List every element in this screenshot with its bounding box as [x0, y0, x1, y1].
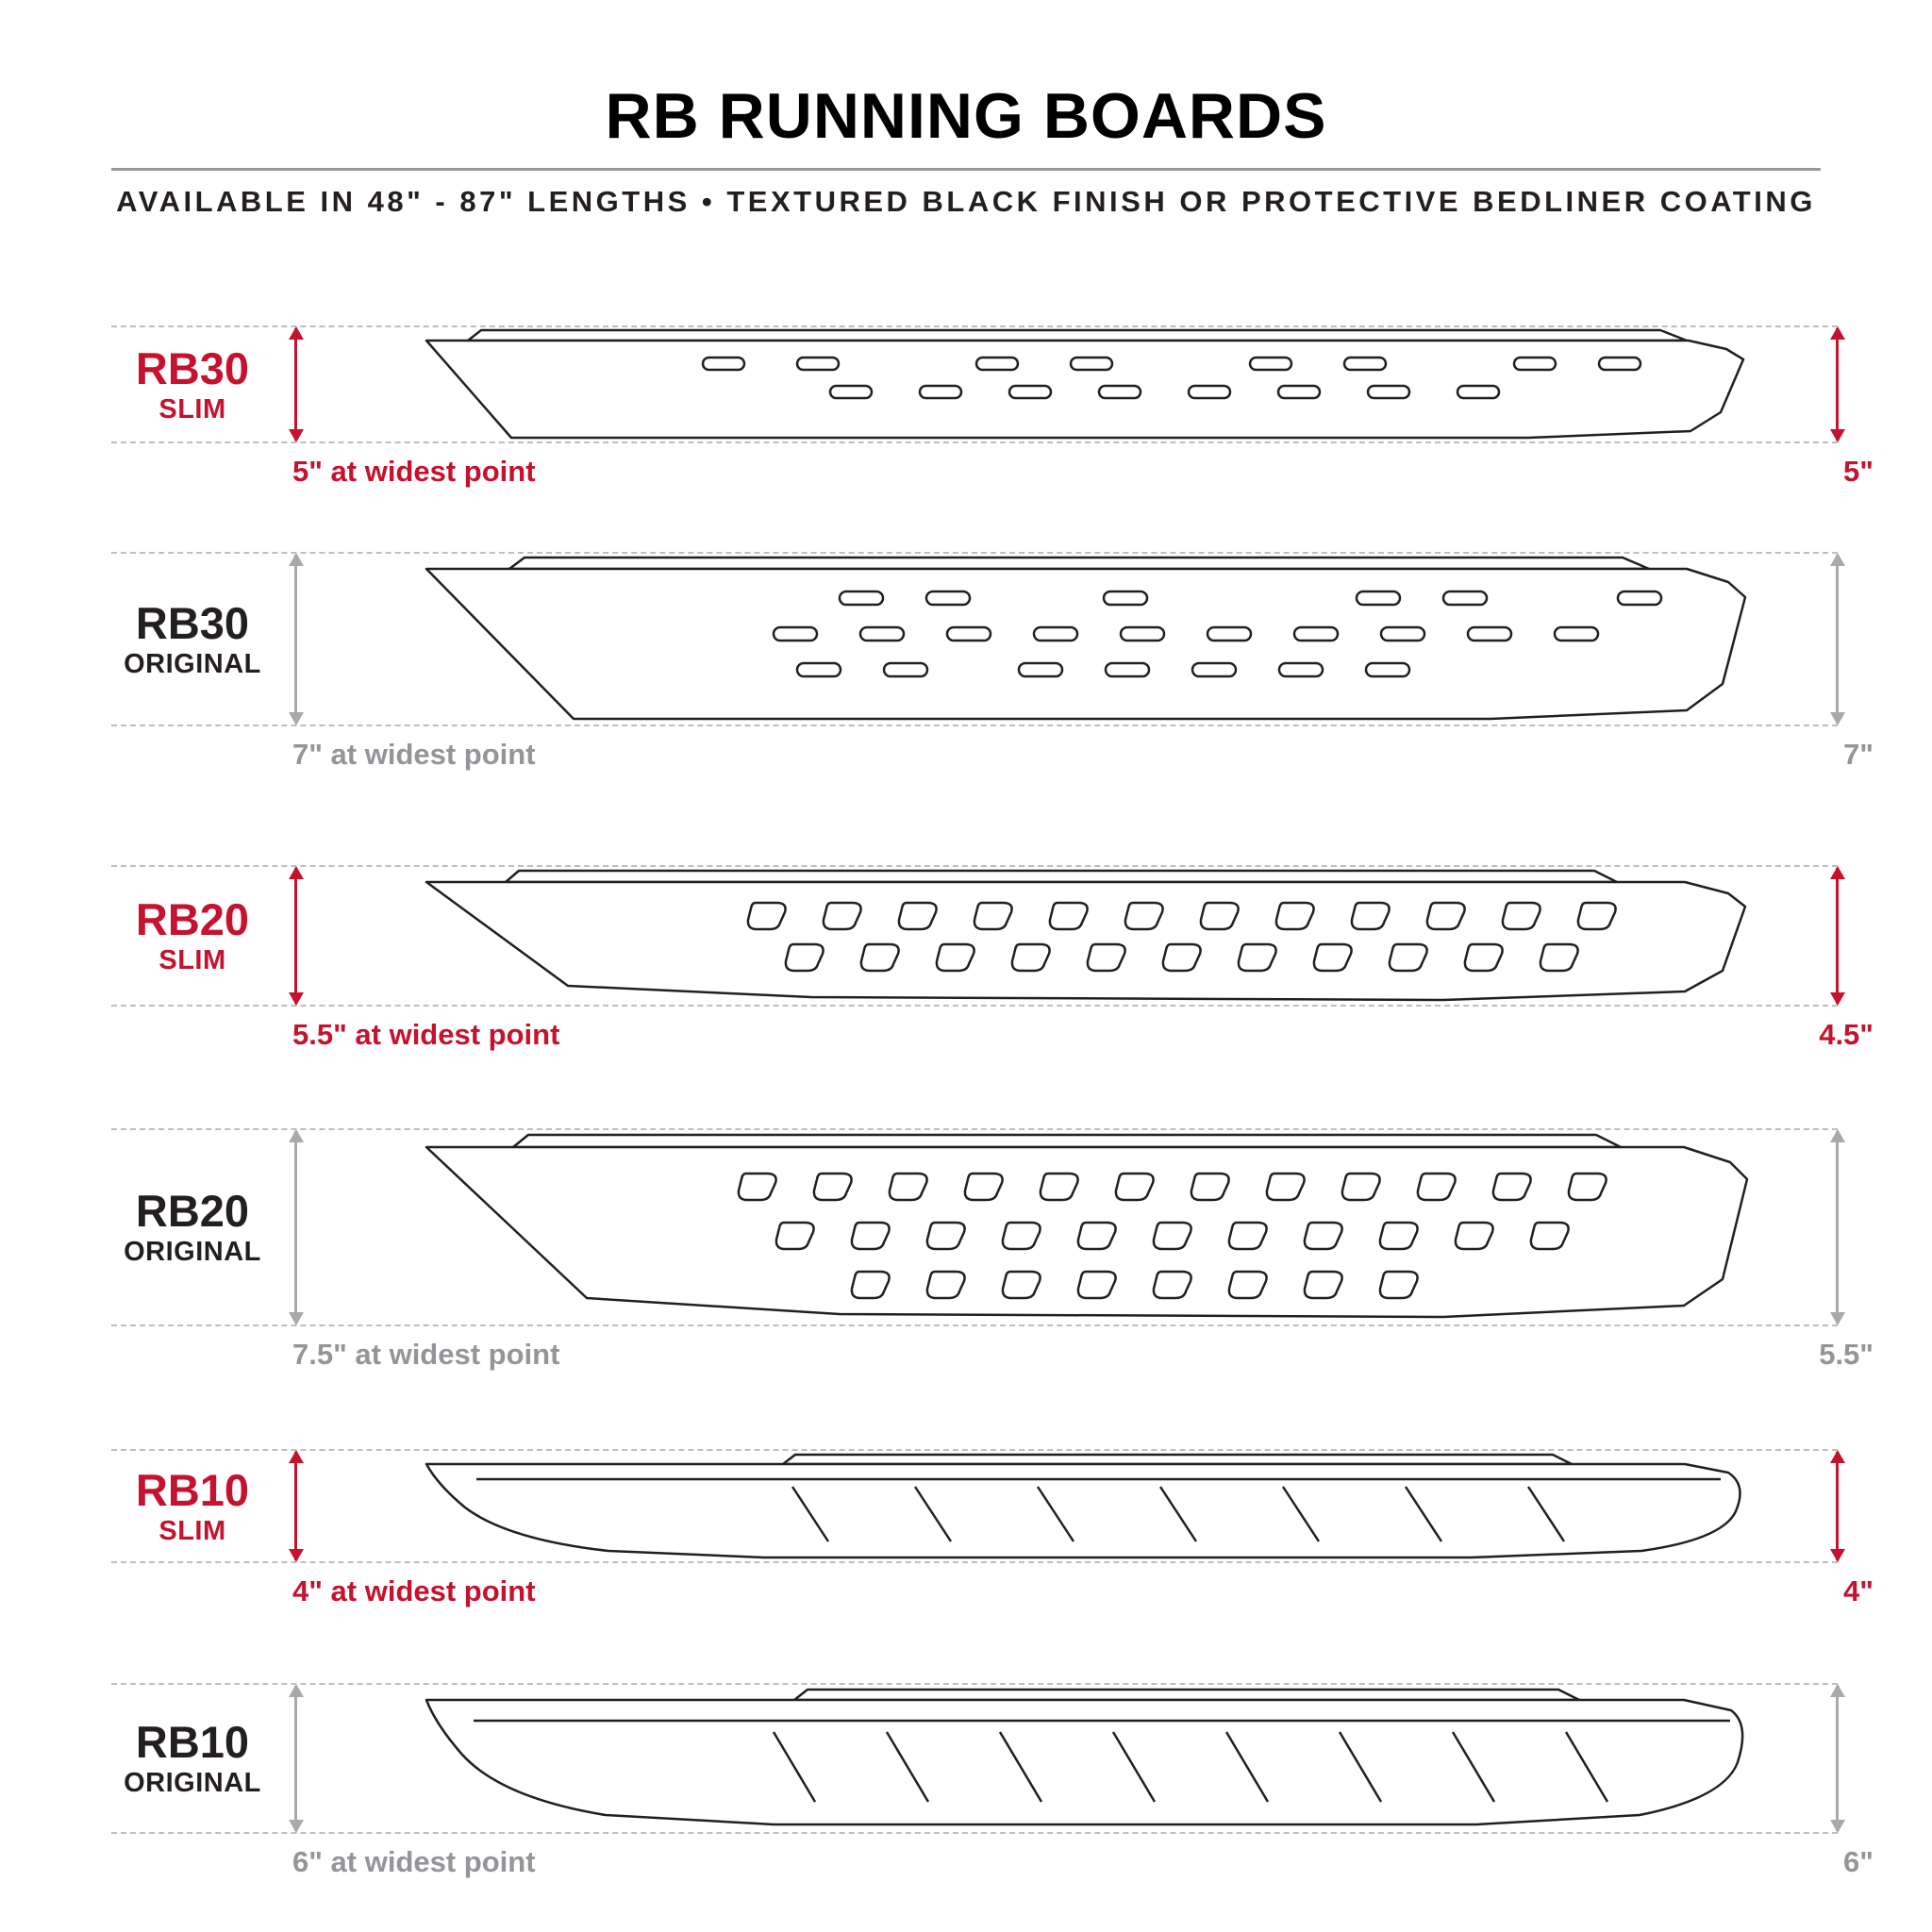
widest-measurement: 6" at widest point	[292, 1845, 536, 1878]
height-arrow-right	[1829, 866, 1845, 1006]
model-name: RB10	[135, 1464, 250, 1515]
model-name: RB30	[135, 342, 250, 393]
model-name: RB30	[135, 597, 250, 648]
row-rb20-original: RB20 ORIGINAL 7.5" at widest point 5.5"	[0, 1128, 1932, 1371]
rb10-original-board-drawing	[425, 1688, 1744, 1826]
title-divider	[111, 168, 1821, 171]
variant-name: SLIM	[158, 1515, 226, 1546]
dashed-guide-bottom	[111, 724, 1838, 726]
widest-measurement: 7" at widest point	[292, 738, 536, 771]
height-arrow-left	[288, 1684, 304, 1833]
rb30-original-board-drawing	[425, 556, 1747, 721]
dashed-guide-top	[111, 325, 1838, 327]
rb20-original-board-drawing	[425, 1133, 1749, 1319]
rb20-slim-board-drawing	[425, 869, 1747, 1002]
model-name: RB20	[135, 894, 250, 944]
widest-measurement: 5" at widest point	[292, 455, 536, 488]
widest-measurement: 7.5" at widest point	[292, 1338, 560, 1371]
dashed-guide-top	[111, 865, 1838, 867]
board-label: RB20 ORIGINAL	[98, 1189, 287, 1266]
row-rb10-original: RB10 ORIGINAL 6" at widest point 6"	[0, 1683, 1932, 1878]
height-arrow-right	[1829, 326, 1845, 442]
height-measurement: 5.5"	[1819, 1338, 1874, 1371]
widest-measurement: 4" at widest point	[292, 1574, 536, 1607]
height-arrow-left	[288, 1129, 304, 1325]
height-arrow-right	[1829, 1684, 1845, 1833]
dashed-guide-bottom	[111, 1832, 1838, 1834]
dashed-guide-top	[111, 1683, 1838, 1685]
dashed-guide-bottom	[111, 1561, 1838, 1563]
board-label: RB30 SLIM	[98, 346, 287, 424]
height-arrow-left	[288, 866, 304, 1006]
dashed-guide-bottom	[111, 441, 1838, 443]
height-measurement: 4"	[1843, 1574, 1874, 1607]
board-label: RB20 SLIM	[98, 897, 287, 974]
height-measurement: 6"	[1843, 1845, 1874, 1878]
height-arrow-right	[1829, 1450, 1845, 1562]
dashed-guide-top	[111, 1128, 1838, 1130]
row-rb20-slim: RB20 SLIM 5.5" at widest point 4.5"	[0, 865, 1932, 1051]
model-name: RB20	[135, 1186, 250, 1236]
height-measurement: 7"	[1843, 738, 1874, 771]
height-arrow-left	[288, 553, 304, 725]
height-arrow-right	[1829, 1129, 1845, 1325]
height-measurement: 4.5"	[1819, 1018, 1874, 1051]
widest-measurement: 5.5" at widest point	[292, 1018, 560, 1051]
rb30-slim-board-drawing	[425, 328, 1745, 440]
row-rb10-slim: RB10 SLIM 4" at widest point 4"	[0, 1449, 1932, 1607]
page-subtitle: AVAILABLE IN 48" - 87" LENGTHS • TEXTURE…	[116, 185, 1816, 218]
board-label: RB30 ORIGINAL	[98, 601, 287, 678]
model-name: RB10	[135, 1717, 250, 1767]
dashed-guide-bottom	[111, 1005, 1838, 1007]
row-rb30-original: RB30 ORIGINAL 7" at widest point 7"	[0, 552, 1932, 771]
dashed-guide-top	[111, 1449, 1838, 1451]
height-measurement: 5"	[1843, 455, 1874, 488]
height-arrow-left	[288, 326, 304, 442]
board-label: RB10 SLIM	[98, 1468, 287, 1545]
row-rb30-slim: RB30 SLIM 5" at widest point 5"	[0, 325, 1932, 488]
board-label: RB10 ORIGINAL	[98, 1720, 287, 1797]
height-arrow-left	[288, 1450, 304, 1562]
height-arrow-right	[1829, 553, 1845, 725]
variant-name: ORIGINAL	[124, 648, 261, 679]
variant-name: SLIM	[158, 945, 226, 975]
page-title: RB RUNNING BOARDS	[605, 80, 1327, 152]
variant-name: ORIGINAL	[124, 1237, 261, 1267]
variant-name: SLIM	[158, 393, 226, 425]
dashed-guide-bottom	[111, 1324, 1838, 1326]
rb10-slim-board-drawing	[425, 1453, 1741, 1559]
variant-name: ORIGINAL	[124, 1768, 261, 1798]
dashed-guide-top	[111, 552, 1838, 554]
